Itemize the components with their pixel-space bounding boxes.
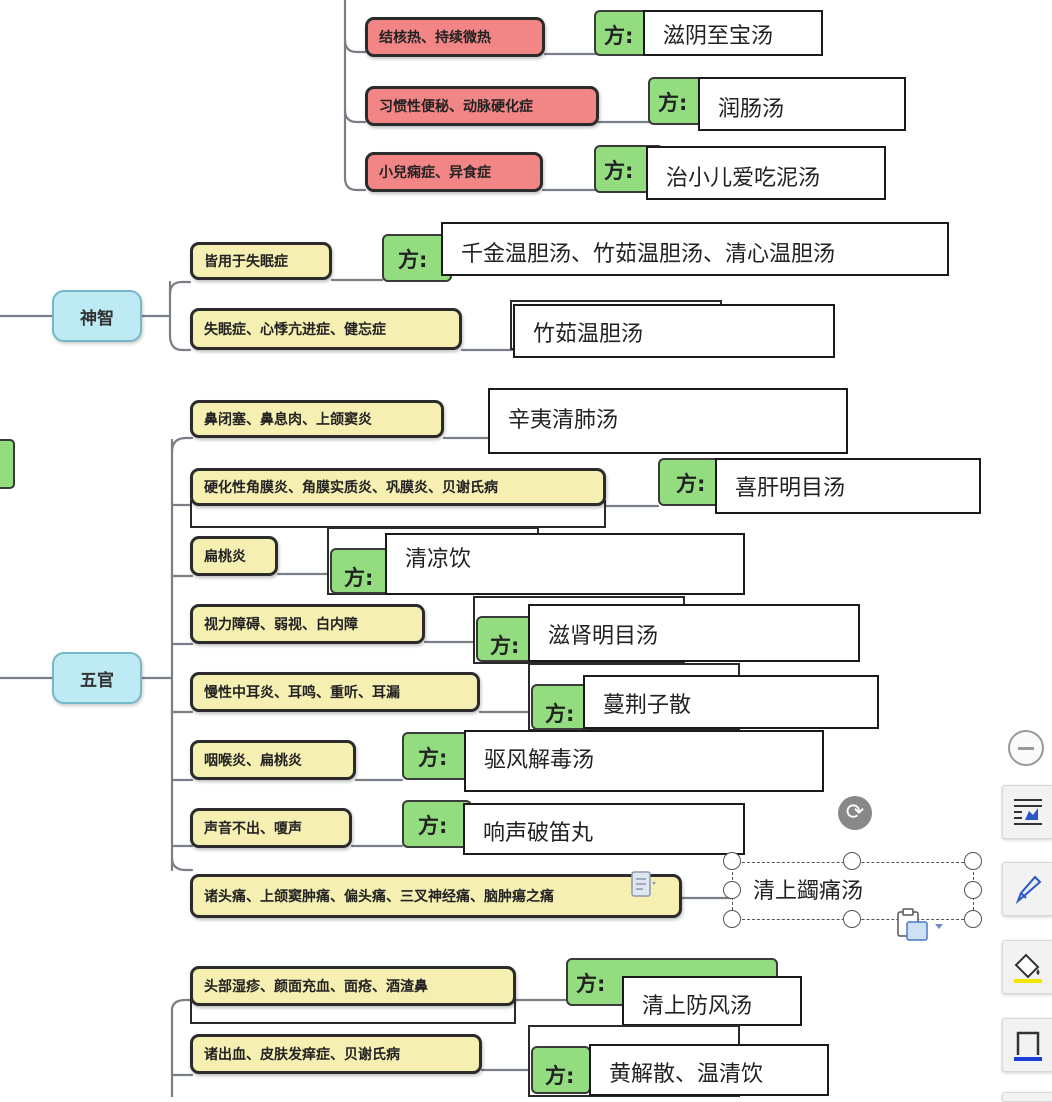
- resize-handle-ne[interactable]: [964, 852, 982, 870]
- resize-handle-e[interactable]: [964, 881, 982, 899]
- fang-label[interactable]: 方:: [330, 548, 390, 594]
- remedy-box[interactable]: 蔓荆子散: [583, 675, 879, 729]
- layout-options-icon: [1014, 799, 1042, 825]
- category-node[interactable]: 扁桃炎: [190, 536, 278, 576]
- rotate-icon[interactable]: ⟳: [838, 796, 872, 830]
- toolbar-partial-button[interactable]: [1002, 1092, 1052, 1102]
- fang-label[interactable]: 方:: [402, 732, 472, 780]
- category-node[interactable]: 头部湿疹、颜面充血、面疮、酒渣鼻: [190, 966, 516, 1006]
- fang-label[interactable]: 方:: [402, 800, 472, 848]
- remedy-box[interactable]: 清上防风汤: [622, 976, 802, 1026]
- shape-outline-button[interactable]: [1002, 1018, 1052, 1072]
- category-node[interactable]: 诸头痛、上颌窦肿痛、偏头痛、三叉神经痛、脑肿瘍之痛: [190, 874, 682, 918]
- remedy-box[interactable]: 千金温胆汤、竹茹温胆汤、清心温胆汤: [441, 222, 949, 276]
- remedy-box[interactable]: 竹茹温胆汤: [513, 304, 835, 358]
- fang-label[interactable]: 方:: [531, 1046, 591, 1094]
- resize-handle-sw[interactable]: [723, 910, 741, 928]
- remedy-box[interactable]: 润肠汤: [698, 77, 906, 131]
- resize-handle-se[interactable]: [964, 910, 982, 928]
- resize-handle-nw[interactable]: [723, 852, 741, 870]
- category-node[interactable]: 失眠症、心悸亢进症、健忘症: [190, 308, 462, 350]
- pen-icon: [1015, 875, 1042, 905]
- fang-label[interactable]: 方:: [382, 234, 452, 282]
- collapse-minus-icon[interactable]: [1008, 730, 1044, 766]
- resize-handle-w[interactable]: [723, 881, 741, 899]
- category-node[interactable]: 结核热、持续微热: [365, 17, 545, 57]
- remedy-box[interactable]: 喜肝明目汤: [715, 458, 981, 514]
- category-node[interactable]: 诸出血、皮肤发痒症、贝谢氏病: [190, 1034, 482, 1074]
- category-node[interactable]: 硬化性角膜炎、角膜实质炎、巩膜炎、贝谢氏病: [190, 468, 606, 506]
- category-node[interactable]: 视力障碍、弱视、白内障: [190, 604, 425, 644]
- remedy-box[interactable]: 响声破笛丸: [463, 803, 745, 855]
- category-node[interactable]: 小兒痫症、异食症: [365, 152, 543, 192]
- shape-outline-icon: [1014, 1031, 1042, 1061]
- category-node[interactable]: 声音不出、嗄声: [190, 808, 352, 848]
- collapse-button[interactable]: [1008, 730, 1048, 770]
- remedy-box[interactable]: 滋阴至宝汤: [643, 10, 823, 56]
- document-note-icon[interactable]: [628, 870, 658, 902]
- fill-color-button[interactable]: [1002, 940, 1052, 994]
- fang-label[interactable]: 方:: [476, 616, 536, 662]
- root-node-wuguan[interactable]: 五官: [52, 652, 142, 704]
- category-node[interactable]: 皆用于失眠症: [190, 242, 332, 280]
- resize-handle-s[interactable]: [843, 910, 861, 928]
- remedy-box[interactable]: 驱风解毒汤: [464, 730, 824, 792]
- layout-options-button[interactable]: [1002, 785, 1052, 839]
- fill-color-icon: [1014, 953, 1042, 983]
- remedy-box[interactable]: 治小儿爱吃泥汤: [646, 146, 886, 200]
- remedy-box[interactable]: 滋肾明目汤: [528, 604, 860, 662]
- category-node[interactable]: 咽喉炎、扁桃炎: [190, 740, 356, 780]
- remedy-box[interactable]: 辛夷清肺汤: [488, 388, 848, 454]
- category-node[interactable]: 慢性中耳炎、耳鸣、重听、耳漏: [190, 672, 480, 712]
- rotate-handle[interactable]: ⟳: [835, 793, 875, 833]
- paste-options-icon[interactable]: [895, 908, 947, 942]
- root-node-shenzhi[interactable]: 神智: [52, 290, 142, 342]
- fang-label[interactable]: 方:: [531, 684, 591, 730]
- category-node[interactable]: 鼻闭塞、鼻息肉、上颌窦炎: [190, 400, 444, 438]
- category-node[interactable]: 习惯性便秘、动脉硬化症: [365, 86, 599, 126]
- remedy-box[interactable]: 清凉饮: [385, 533, 745, 595]
- resize-handle-n[interactable]: [843, 852, 861, 870]
- remedy-box[interactable]: 黄解散、温清饮: [589, 1044, 829, 1096]
- pen-button[interactable]: [1002, 862, 1052, 916]
